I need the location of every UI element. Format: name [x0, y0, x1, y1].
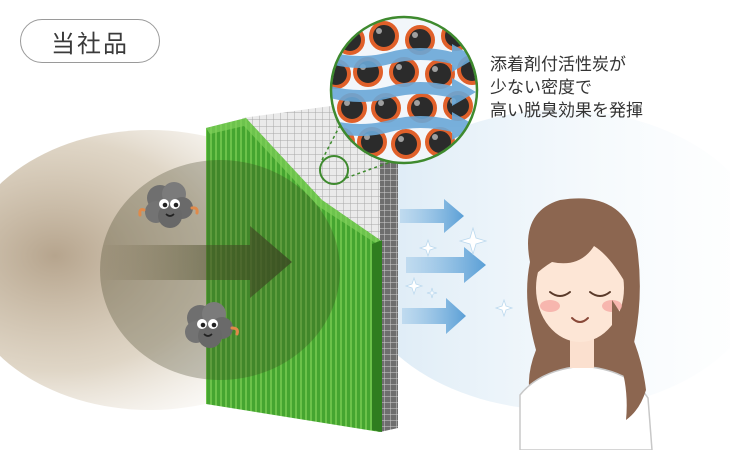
- pleated-filter: [206, 118, 382, 432]
- incoming-airflow-arrow: [100, 226, 292, 298]
- smiling-woman-illustration: [519, 198, 653, 450]
- badge-label: 当社品: [51, 29, 129, 58]
- smiling-odor-cloud-icon: [185, 302, 239, 348]
- outgoing-airflow-arrows: [400, 199, 486, 334]
- airflow-arrow-icon: [332, 44, 476, 140]
- magnify-target-circle: [319, 155, 349, 185]
- magnify-connector-line: [345, 159, 397, 179]
- caption-line-1: 添着剤付活性炭が: [490, 55, 626, 75]
- caption-line-3: 高い脱臭効果を発揮: [490, 101, 643, 121]
- own-product-badge: 当社品: [20, 19, 160, 63]
- feature-caption: 添着剤付活性炭が 少ない密度で 高い脱臭効果を発揮: [490, 54, 710, 123]
- smiling-odor-cloud-icon: [138, 182, 199, 228]
- sparkle-icon: [404, 226, 514, 318]
- caption-line-2: 少ない密度で: [490, 78, 592, 98]
